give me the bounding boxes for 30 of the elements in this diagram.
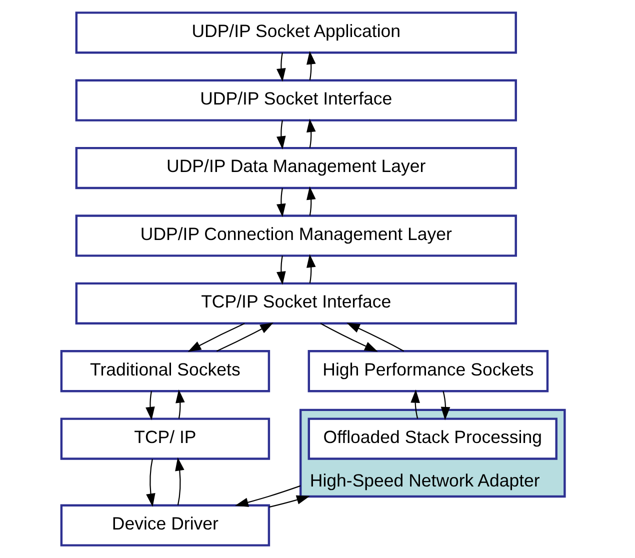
arrow (176, 389, 185, 419)
arrow (306, 186, 316, 216)
arrow (146, 458, 156, 507)
node-box: UDP/IP Connection Management Layer (75, 214, 517, 257)
arrow (216, 322, 274, 352)
arrow (320, 322, 378, 352)
arrow (276, 188, 286, 218)
arrow (146, 391, 155, 420)
arrow (234, 485, 301, 507)
arrow (440, 391, 450, 420)
arrow (175, 457, 184, 506)
node-box: UDP/IP Socket Application (75, 12, 517, 54)
arrow (306, 254, 316, 284)
arrow (306, 118, 316, 148)
node-box: TCP/IP Socket Interface (75, 282, 517, 324)
node-box: Traditional Sockets (60, 350, 270, 392)
node-box: UDP/IP Socket Interface (75, 79, 517, 122)
arrow (306, 51, 316, 80)
arrow (269, 495, 310, 508)
arrow (276, 120, 286, 150)
arrow (276, 256, 286, 285)
arrow (276, 52, 286, 82)
node-box: UDP/IP Data Management Layer (75, 146, 517, 190)
node-box: TCP/ IP (60, 418, 270, 460)
arrow (346, 322, 404, 352)
arrow (410, 389, 420, 419)
node-box: High Performance Sockets (308, 350, 549, 392)
arrow (188, 322, 245, 352)
node-box: Offloaded Stack Processing (308, 418, 558, 460)
node-box: Device Driver (60, 504, 270, 546)
